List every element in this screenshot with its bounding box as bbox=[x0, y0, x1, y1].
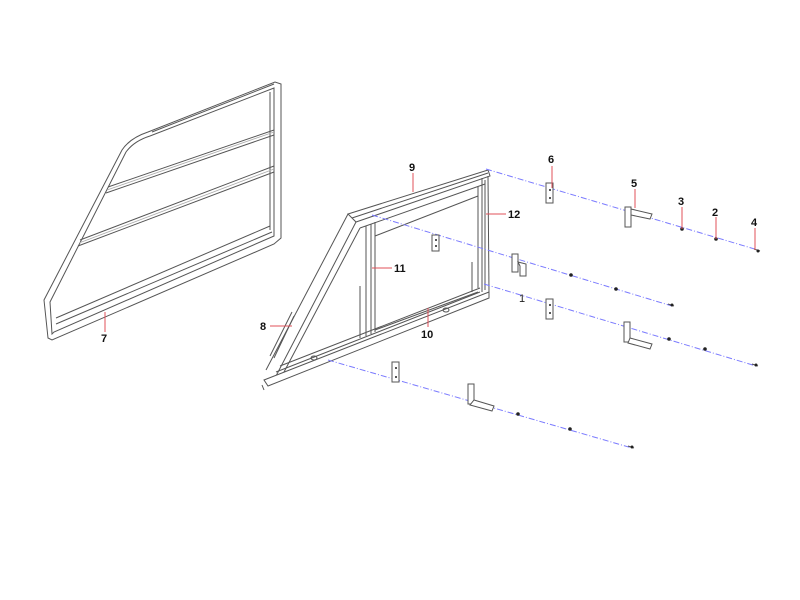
callout-7: 7 bbox=[101, 333, 107, 345]
hardware-row-2 bbox=[431, 234, 675, 307]
diagonal-member-part-8 bbox=[265, 213, 349, 371]
callout-10: 10 bbox=[421, 329, 433, 341]
callout-4: 4 bbox=[751, 217, 758, 229]
hardware-row-top bbox=[545, 182, 761, 253]
frame-assembly bbox=[261, 169, 491, 391]
callout-11: 11 bbox=[394, 263, 406, 275]
callout-2: 2 bbox=[712, 207, 718, 219]
callout-8: 8 bbox=[260, 321, 266, 333]
callout-1: 1 bbox=[519, 293, 525, 305]
callout-9: 9 bbox=[409, 162, 415, 174]
callout-12: 12 bbox=[508, 209, 520, 221]
side-panel-part-7 bbox=[43, 81, 282, 341]
hinge-bracket-part-1 bbox=[511, 253, 519, 273]
mounting-plate-part-6 bbox=[545, 182, 554, 204]
hardware-row-bottom bbox=[391, 361, 635, 449]
callout-6: 6 bbox=[548, 154, 554, 166]
assembly-axes bbox=[327, 168, 759, 449]
callout-3: 3 bbox=[678, 196, 684, 208]
hardware-row-3 bbox=[545, 298, 759, 367]
bottom-rail-part-10 bbox=[263, 291, 490, 387]
leader-lines bbox=[104, 166, 756, 332]
angle-bracket-part-5 bbox=[624, 206, 632, 228]
callout-labels: 7 8 9 10 11 12 6 5 3 2 4 1 bbox=[101, 154, 758, 345]
callout-5: 5 bbox=[631, 178, 637, 190]
